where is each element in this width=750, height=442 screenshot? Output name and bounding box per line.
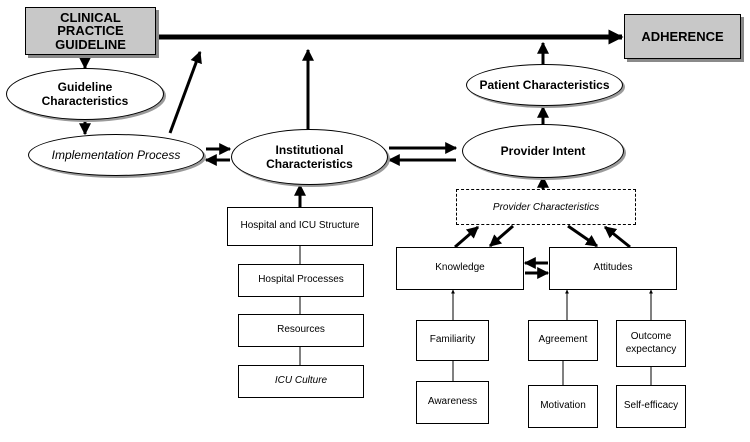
arrow-provider-characteristics-to-attitudes [567,224,598,248]
clinical-practice-guideline-box: CLINICAL PRACTICE GUIDELINE [25,7,156,55]
resources-box: Resources [238,314,364,347]
knowledge-box: Knowledge [396,247,524,290]
attitudes-box: Attitudes [549,247,677,290]
implementation-process-ellipse: Implementation Process [28,134,204,176]
agreement-box: Agreement [528,320,598,361]
hospital-icu-structure-box: Hospital and ICU Structure [227,207,373,246]
self-efficacy-box: Self-efficacy [616,385,686,428]
icu-culture-box: ICU Culture [238,365,364,398]
familiarity-box: Familiarity [416,320,489,361]
arrow-provider-characteristics-to-knowledge [489,224,514,248]
provider-characteristics-box: Provider Characteristics [456,189,636,225]
outcome-expectancy-box: Outcome expectancy [616,320,686,367]
patient-characteristics-ellipse: Patient Characteristics [466,64,623,106]
provider-intent-ellipse: Provider Intent [462,124,624,178]
arrow-attitudes-to-provider-characteristics [604,225,631,249]
guideline-characteristics-ellipse: Guideline Characteristics [6,68,164,120]
hospital-processes-box: Hospital Processes [238,264,364,297]
arrow-knowledge-to-provider-characteristics [454,225,479,249]
adherence-box: ADHERENCE [624,14,741,59]
institutional-characteristics-ellipse: Institutional Characteristics [231,129,388,185]
motivation-box: Motivation [528,385,598,428]
arrow-implementation-to-main-line [168,50,202,134]
awareness-box: Awareness [416,381,489,424]
